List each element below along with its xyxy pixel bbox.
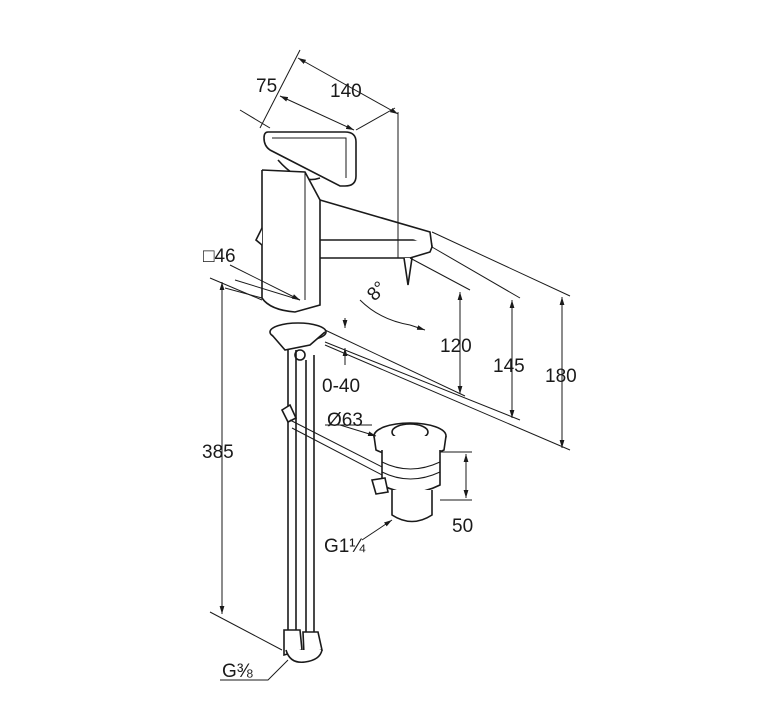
dimension-lines: [209, 49, 571, 681]
dim-body-square: □46: [203, 246, 236, 267]
faucet-body: [255, 169, 433, 313]
dim-spout-angle: 8°: [363, 278, 391, 306]
dim-hose-length: 385: [202, 442, 234, 463]
dim-spout-reach: 140: [330, 81, 362, 102]
dim-waste-diameter: Ø63: [327, 410, 363, 431]
dim-deck-thickness: 0-40: [322, 376, 360, 397]
mounting-plate: [269, 322, 327, 361]
dim-supply-thread: G⅜: [222, 661, 253, 682]
dim-waste-thread: G1¼: [324, 536, 366, 557]
supply-hoses: [283, 350, 323, 664]
pop-up-rod: [280, 403, 389, 477]
dim-handle-depth: 75: [256, 76, 277, 97]
dim-total-height: 180: [545, 366, 577, 387]
faucet-handle: [263, 131, 357, 187]
pop-up-waste: [370, 422, 447, 523]
dim-waste-height: 50: [452, 516, 473, 537]
dim-spout-top-height: 145: [493, 356, 525, 377]
dim-spout-height: 120: [440, 336, 472, 357]
